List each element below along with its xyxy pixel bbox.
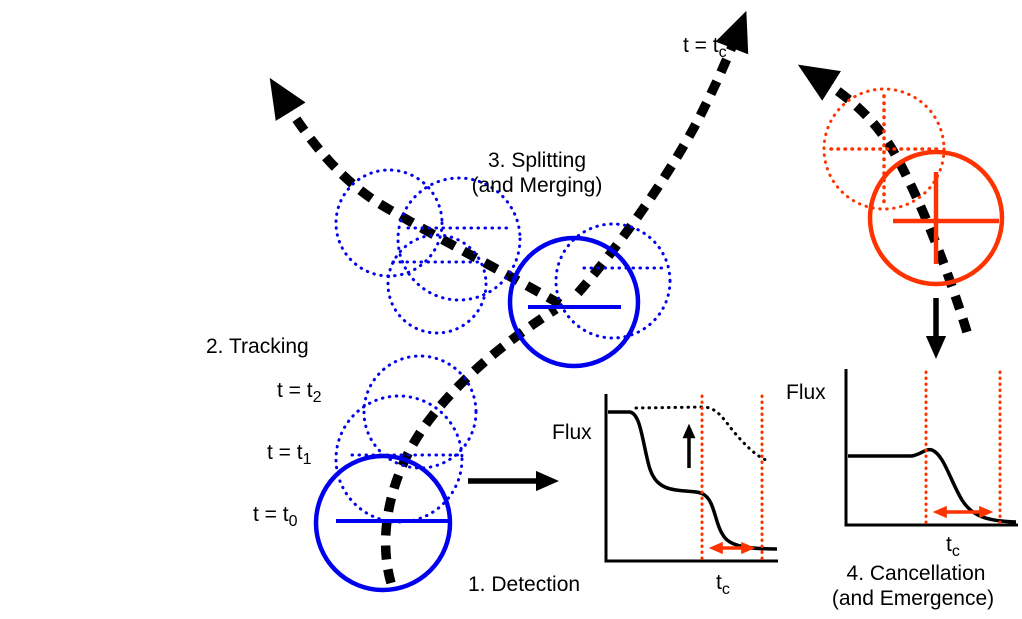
detection-flux-curve-solid: [608, 410, 778, 551]
label-t-equals-tc: t = tc: [683, 34, 727, 61]
label-tracking: 2. Tracking: [206, 335, 309, 358]
trajectory-main-lower: [380, 305, 559, 585]
trajectory-split-upper-right: [574, 10, 749, 297]
label-t2: t = t2: [277, 379, 322, 406]
detection-tc-tick-label: tc: [716, 571, 730, 598]
label-detection: 1. Detection: [468, 573, 580, 596]
detection-flux-axis-label: Flux: [552, 421, 592, 444]
cluster-circle-1-dotted: [334, 168, 444, 278]
feature-circle-t2-dotted: [362, 354, 478, 470]
label-t0: t = t0: [253, 503, 298, 530]
cancellation-tc-tick-label: tc: [946, 533, 960, 560]
red-circle-dotted: [822, 87, 946, 211]
split-circle-dotted: [554, 222, 672, 340]
cluster-circle-3-dotted: [386, 233, 488, 335]
split-circle-solid: [507, 235, 641, 369]
label-t1: t = t1: [267, 441, 312, 468]
label-cancellation: 4. Cancellation: [847, 562, 986, 585]
detection-plot-axes: [604, 394, 778, 563]
label-splitting: 3. Splitting: [488, 149, 586, 172]
cancellation-flux-axis-label: Flux: [786, 381, 826, 404]
trajectory-red-feature: [797, 64, 972, 334]
trajectory-split-upper-left: [269, 77, 563, 309]
label-cancellation-sub: (and Emergence): [832, 587, 994, 610]
cancellation-plot-axes: [844, 369, 1018, 527]
cancellation-flux-curve: [848, 447, 1017, 524]
label-splitting-sub: (and Merging): [472, 174, 603, 197]
cluster-circle-2-dotted: [396, 176, 522, 302]
red-circle-solid: [867, 149, 1005, 287]
